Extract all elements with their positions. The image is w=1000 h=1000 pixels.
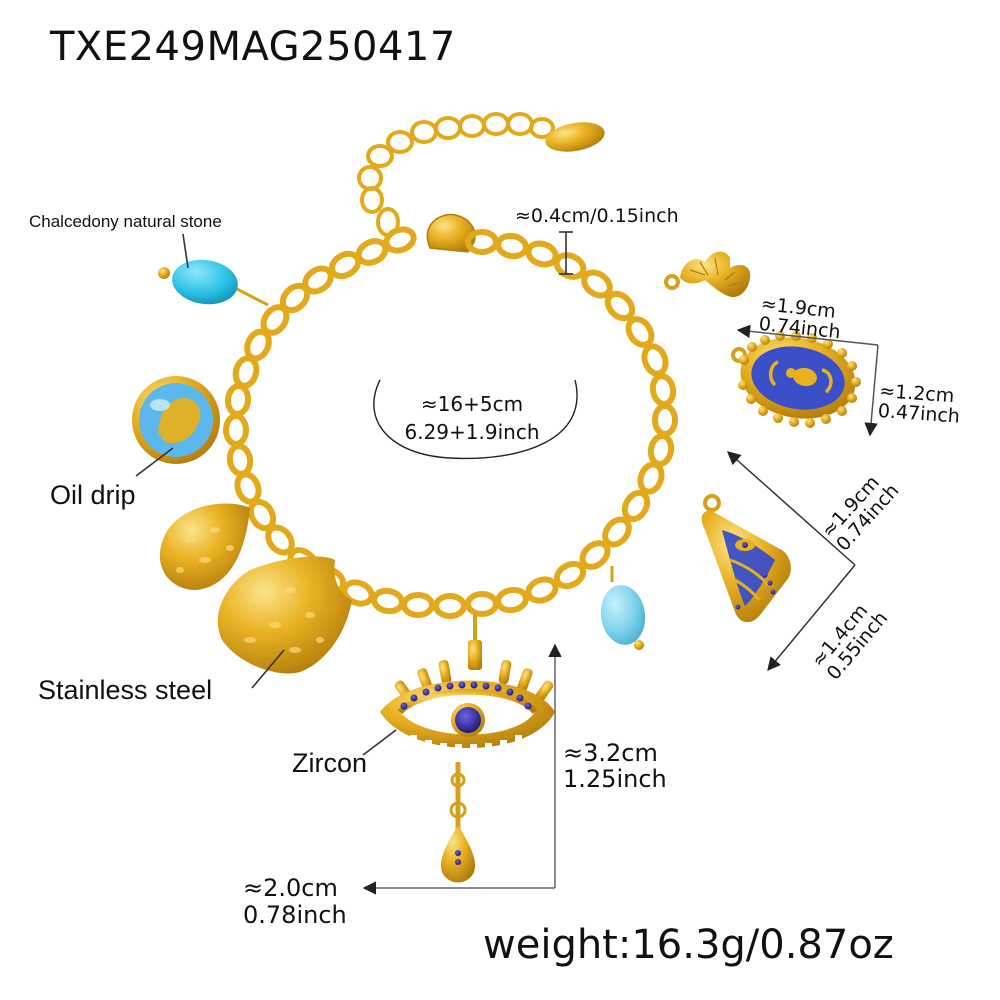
scarab-height-dimension: ≈1.2cm 0.47inch bbox=[877, 380, 962, 428]
lobster-clasp bbox=[426, 213, 476, 253]
eye-width-inch: 0.78inch bbox=[243, 901, 347, 929]
callout-stainless-steel: Stainless steel bbox=[38, 675, 213, 705]
extender-tag bbox=[545, 122, 605, 152]
scarab-height-inch: 0.47inch bbox=[877, 399, 961, 428]
hammered-shield-charm bbox=[217, 556, 352, 674]
extender-chain bbox=[357, 112, 555, 237]
scarab-dimension-lines bbox=[736, 324, 879, 437]
triangle-dimension-lines bbox=[726, 451, 856, 672]
length-cm: ≈16+5cm bbox=[420, 392, 524, 416]
callout-oil-drip: Oil drip bbox=[50, 480, 136, 510]
eye-width-cm: ≈2.0cm bbox=[243, 874, 338, 902]
chalcedony-bead-charm bbox=[158, 259, 269, 307]
bracelet-length: ≈16+5cm 6.29+1.9inch bbox=[392, 390, 552, 446]
chain-link-dimension: ≈0.4cm/0.15inch bbox=[515, 205, 679, 227]
eye-height-inch: 1.25inch bbox=[563, 765, 667, 793]
scarab-oval-charm bbox=[731, 331, 861, 428]
hammered-teardrop-charm bbox=[159, 503, 250, 590]
product-weight: weight:16.3g/0.87oz bbox=[483, 922, 894, 968]
product-sku: TXE249MAG250417 bbox=[50, 24, 456, 70]
length-arc bbox=[373, 379, 578, 460]
length-inch: 6.29+1.9inch bbox=[404, 420, 540, 444]
eye-dimension-lines bbox=[362, 643, 562, 895]
chain-link-measure bbox=[559, 231, 573, 275]
evil-eye-triangle-charm bbox=[701, 494, 791, 623]
butterfly-charm bbox=[664, 251, 751, 298]
callout-zircon: Zircon bbox=[292, 748, 368, 778]
oil-drip-medallion-charm bbox=[132, 376, 220, 464]
evil-eye-pendant-charm bbox=[380, 615, 555, 883]
eye-width-dimension: ≈2.0cm 0.78inch bbox=[243, 875, 347, 929]
scarab-width-dimension: ≈1.9cm 0.74inch bbox=[758, 293, 844, 343]
callout-leaders bbox=[135, 233, 397, 756]
callout-chalcedony: Chalcedony natural stone bbox=[29, 212, 222, 231]
eye-height-cm: ≈3.2cm bbox=[563, 739, 658, 767]
eye-height-dimension: ≈3.2cm 1.25inch bbox=[563, 740, 667, 792]
aqua-bead-charm bbox=[600, 566, 646, 650]
